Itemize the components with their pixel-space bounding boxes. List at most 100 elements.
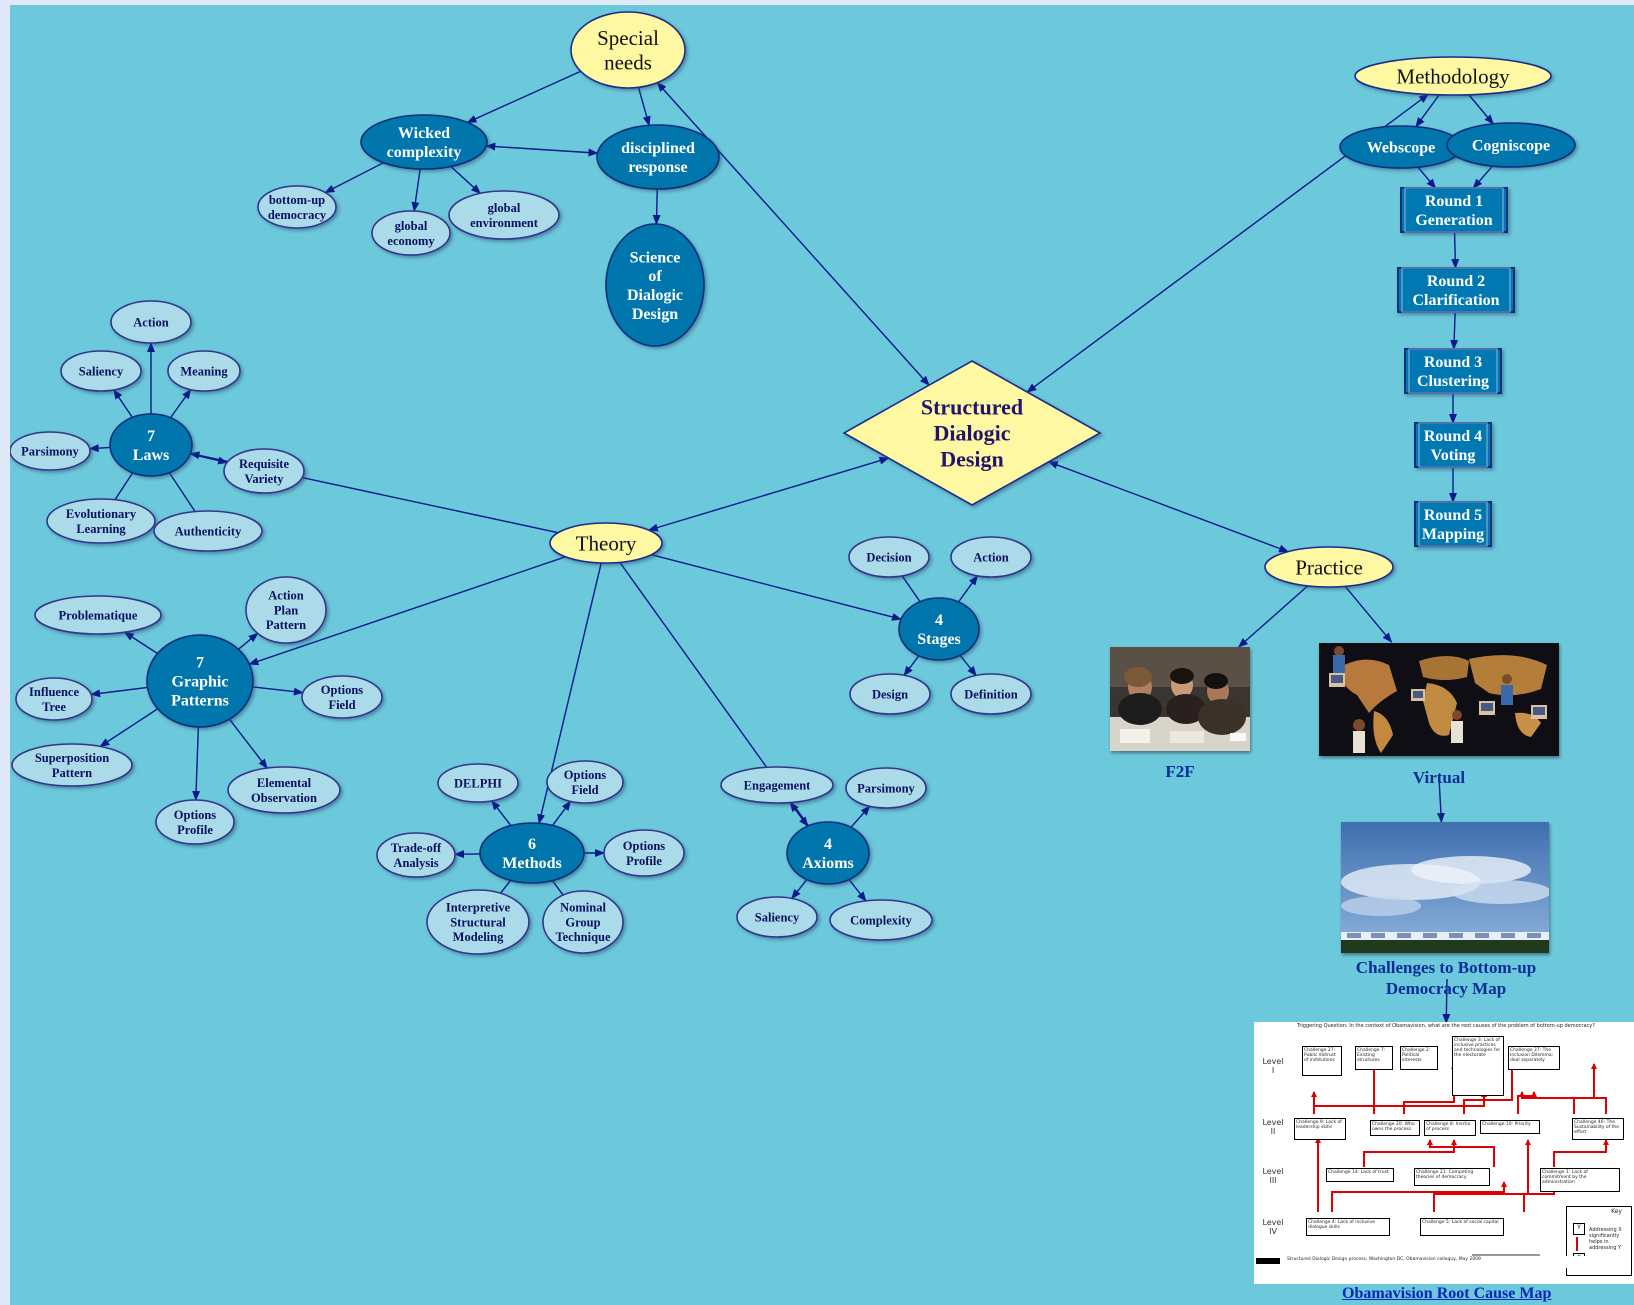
- node-theory[interactable]: Theory: [549, 522, 663, 564]
- edge-r1-r2: [1451, 231, 1460, 269]
- edge-axioms-a_comp: [848, 879, 867, 902]
- edge-methods-m_ism: [499, 879, 512, 894]
- node-l_saliency[interactable]: Saliency: [60, 350, 142, 392]
- node-shape-theory: [549, 522, 663, 564]
- node-methodology[interactable]: Methodology: [1354, 56, 1552, 96]
- edge-wicked-genv: [450, 165, 482, 195]
- node-label-s_dec: Decision: [866, 550, 911, 564]
- root-cause-map-image[interactable]: Triggering Question: In the context of O…: [1254, 1022, 1634, 1284]
- edge-stages-s_dec: [901, 575, 921, 603]
- challenges-map-label[interactable]: Challenges to Bottom-up Democracy Map: [1355, 958, 1537, 998]
- edge-laws-l_pars: [88, 444, 111, 453]
- node-a_eng[interactable]: Engagement: [720, 766, 834, 804]
- node-label-l_auth: Authenticity: [175, 524, 242, 538]
- node-s_def[interactable]: Definition: [950, 673, 1032, 715]
- f2f-label[interactable]: F2F: [1165, 762, 1195, 781]
- edge-gp-g_op: [192, 726, 201, 802]
- node-cogniscope[interactable]: Cogniscope: [1446, 122, 1576, 168]
- edge-laws-l_meaning: [169, 388, 192, 419]
- node-label-a_eng: Engagement: [744, 778, 812, 792]
- edge-methods-m_delphi: [491, 800, 512, 827]
- rcm-key-title: Key: [1611, 1208, 1622, 1215]
- node-l_action[interactable]: Action: [110, 300, 192, 344]
- node-shape-special: [570, 11, 686, 89]
- node-webscope[interactable]: Webscope: [1339, 125, 1463, 169]
- node-shape-g_inf: [15, 677, 93, 721]
- node-shape-cogniscope: [1446, 122, 1576, 168]
- rcm-box-l4-b: Challenge 5: Lack of social capital: [1420, 1218, 1504, 1236]
- edge-cogniscope-r1: [1472, 165, 1494, 189]
- edge-gp-g_eo: [228, 718, 268, 769]
- edge-sdd-theory: [647, 456, 890, 532]
- node-shape-a_sal: [736, 896, 818, 938]
- node-l_pars[interactable]: Parsimony: [10, 431, 91, 471]
- node-g_prob[interactable]: Problematique: [34, 595, 162, 635]
- node-s_dec[interactable]: Decision: [848, 536, 930, 578]
- root-cause-map-link[interactable]: Obamavision Root Cause Map: [1342, 1285, 1552, 1302]
- node-l_meaning[interactable]: Meaning: [167, 350, 241, 392]
- node-practice[interactable]: Practice: [1264, 546, 1394, 588]
- rcm-box-l2-b: Challenge 20: Who owns the process: [1370, 1120, 1420, 1136]
- node-a_comp[interactable]: Complexity: [829, 899, 933, 941]
- node-shape-g_op: [155, 799, 235, 845]
- node-a_sal[interactable]: Saliency: [736, 896, 818, 938]
- node-s_des[interactable]: Design: [849, 673, 931, 715]
- node-shape-l_auth: [153, 510, 263, 552]
- virtual-photo[interactable]: [1319, 643, 1559, 756]
- edge-challenges_label-rcm_image: [1442, 978, 1451, 1024]
- node-l_auth[interactable]: Authenticity: [153, 510, 263, 552]
- f2f-photo[interactable]: [1110, 647, 1250, 751]
- node-shape-l_action: [110, 300, 192, 344]
- node-m_delphi[interactable]: DELPHI: [437, 763, 519, 803]
- rcm-key-y: Y: [1573, 1223, 1585, 1235]
- challenges-map-image[interactable]: [1341, 822, 1549, 953]
- node-box-inner-r4: [1418, 422, 1488, 468]
- node-a_pars[interactable]: Parsimony: [845, 767, 927, 809]
- virtual-label[interactable]: Virtual: [1412, 768, 1466, 787]
- node-shape-l_req: [223, 448, 305, 494]
- node-shape-l_saliency: [60, 350, 142, 392]
- rcm-box-l2-c: Challenge 8: Inertia of process: [1424, 1120, 1476, 1136]
- node-label-a_pars: Parsimony: [857, 781, 915, 795]
- node-shape-sdd: [842, 360, 1102, 506]
- node-s_act[interactable]: Action: [950, 536, 1032, 578]
